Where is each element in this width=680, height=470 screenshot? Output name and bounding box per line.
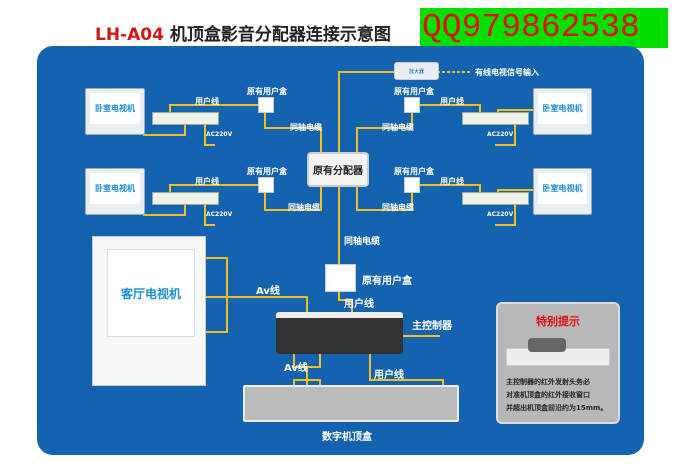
signal-input-label: 有线电视信号输入 — [475, 68, 539, 77]
main-controller — [276, 312, 403, 354]
cable-tl — [143, 104, 322, 152]
cable-bl — [143, 183, 322, 226]
wall-box — [258, 177, 274, 193]
title-text: 机顶盒影音分配器连接示意图 — [169, 25, 391, 45]
power-label: AC220V — [206, 131, 233, 138]
wall-box-label: 原有用户盒 — [247, 167, 287, 176]
amplifier: 放大器 — [394, 62, 439, 80]
power-label: AC220V — [206, 211, 233, 218]
splitter: 原有分配器 — [307, 152, 369, 187]
user-line-label: 用户线 — [195, 177, 219, 186]
av-line-label: Av线 — [256, 286, 280, 297]
tip-text: 主控制器的红外发射头务必 对准机顶盒的红外接收窗口 并超出机顶盒前沿约为15mm… — [506, 376, 614, 415]
controller-label: 主控制器 — [412, 321, 452, 332]
cable-av-tv — [205, 257, 319, 333]
stb-label: 数字机顶盒 — [322, 432, 372, 443]
watermark: QQ979862538 — [420, 8, 668, 48]
tip-line: 对准机顶盒的红外接收窗口 — [506, 391, 590, 399]
bedroom-tv-bottom-right: 卧室电视机 — [533, 168, 592, 215]
cable-tr — [356, 104, 533, 152]
cable-br — [356, 183, 533, 226]
coax-label: 同轴电缆 — [290, 123, 322, 132]
coax-label: 同轴电缆 — [382, 203, 414, 212]
wall-box-main — [325, 264, 356, 292]
coax-label: 同轴电缆 — [288, 203, 320, 212]
tv-label: 卧室电视机 — [90, 173, 140, 204]
user-line-label: 用户线 — [440, 177, 464, 186]
special-tip-box: 特别提示 主控制器的红外发射头务必 对准机顶盒的红外接收窗口 并超出机顶盒前沿约… — [496, 302, 620, 424]
av-line-label: Av线 — [284, 363, 308, 374]
wall-box-main-label: 原有用户盒 — [362, 276, 412, 287]
controller-illustration — [528, 338, 566, 352]
wall-box — [404, 177, 420, 193]
cable-amp-splitter — [338, 71, 394, 152]
receiver-bottom-left — [152, 192, 219, 205]
tip-heading: 特别提示 — [536, 315, 580, 328]
living-tv-label: 客厅电视机 — [107, 249, 195, 337]
power-label: AC220V — [487, 211, 514, 218]
living-room-tv: 客厅电视机 — [92, 236, 206, 386]
user-line-label: 用户线 — [374, 370, 404, 381]
user-line-label: 用户线 — [344, 299, 374, 310]
wall-box — [258, 97, 274, 113]
tip-line: 主控制器的红外发射头务必 — [506, 378, 590, 386]
bedroom-tv-bottom-left: 卧室电视机 — [85, 168, 145, 215]
receiver-top-right — [462, 112, 529, 125]
wall-box-label: 原有用户盒 — [394, 167, 434, 176]
digital-set-top-box — [243, 385, 459, 422]
wall-box-label: 原有用户盒 — [247, 87, 287, 96]
wall-box — [404, 97, 420, 113]
coax-label: 同轴电缆 — [344, 237, 381, 247]
model-number: LH-A04 — [95, 25, 164, 45]
coax-label: 同轴电缆 — [382, 123, 414, 132]
page-title: LH-A04 机顶盒影音分配器连接示意图 — [95, 20, 391, 45]
user-line-label: 用户线 — [195, 97, 219, 106]
bedroom-tv-top-left: 卧室电视机 — [85, 88, 145, 135]
amplifier-label: 放大器 — [408, 68, 424, 75]
splitter-label: 原有分配器 — [313, 166, 363, 177]
user-line-label: 用户线 — [440, 97, 464, 106]
tv-label: 卧室电视机 — [538, 93, 587, 124]
receiver-top-left — [152, 112, 219, 125]
receiver-bottom-right — [462, 192, 529, 205]
wall-box-label: 原有用户盒 — [394, 87, 434, 96]
bedroom-tv-top-right: 卧室电视机 — [533, 88, 592, 135]
tip-line: 并超出机顶盒前沿约为15mm。 — [506, 404, 608, 412]
tv-label: 卧室电视机 — [90, 93, 140, 124]
power-label: AC220V — [487, 131, 514, 138]
tv-label: 卧室电视机 — [538, 173, 587, 204]
